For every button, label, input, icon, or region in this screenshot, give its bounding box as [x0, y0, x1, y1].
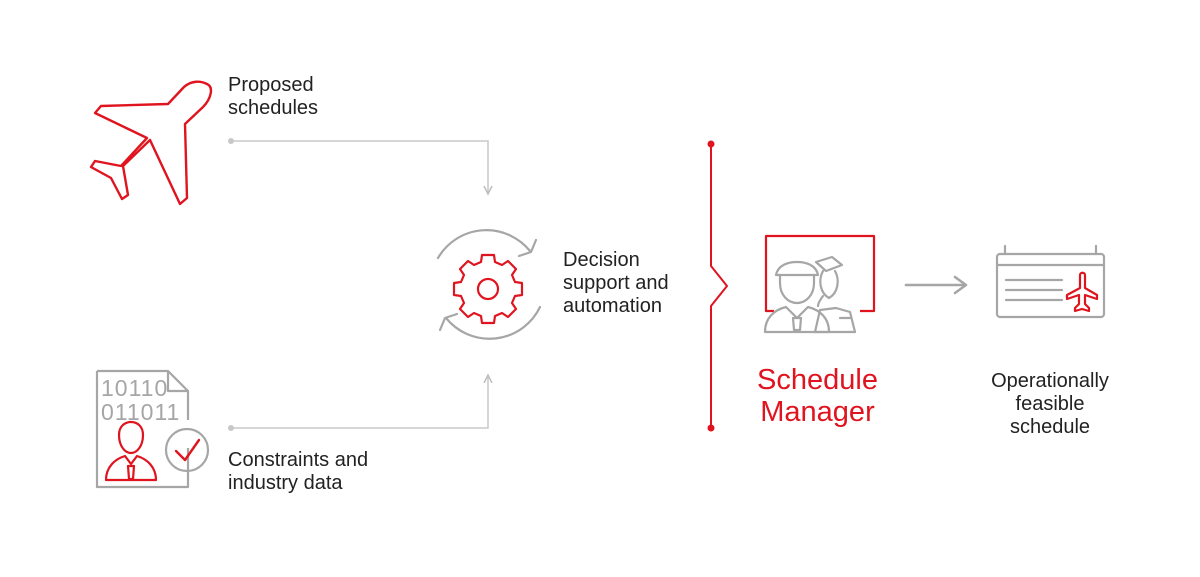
decision-support-label: Decision support and automation [563, 249, 669, 318]
label-line: Proposed [228, 74, 314, 96]
calendar-airplane-icon [995, 244, 1106, 319]
binary-document-person-check-icon: 10110 011011 [95, 369, 210, 489]
connector-constraints-to-decision [228, 375, 488, 431]
connector-proposed-to-decision [228, 138, 488, 194]
brand-line: Manager [760, 396, 875, 428]
pilot-and-attendant-icon [763, 234, 876, 334]
constraints-industry-data-label: Constraints and industry data [228, 449, 368, 495]
feasible-schedule-label: Operationally feasible schedule [960, 370, 1140, 439]
label-line: industry data [228, 472, 343, 494]
schedule-manager-label: Schedule Manager [730, 364, 905, 428]
binary-line-2: 011011 [101, 399, 180, 425]
airplane-icon [89, 80, 213, 206]
label-line: Operationally [991, 370, 1109, 392]
label-line: schedules [228, 97, 319, 119]
output-arrow [904, 275, 968, 295]
pipeline-divider [707, 140, 728, 432]
proposed-schedules-label: Proposed schedules [228, 74, 318, 120]
label-line: Constraints and [228, 449, 369, 471]
gear-cycle-icon [436, 229, 542, 340]
label-line: Decision [563, 249, 640, 271]
label-line: feasible [1015, 393, 1085, 415]
label-line: support and [563, 272, 669, 294]
brand-line: Schedule [757, 364, 878, 396]
binary-line-1: 10110 [101, 375, 168, 401]
label-line: schedule [1009, 416, 1091, 438]
label-line: automation [563, 295, 662, 317]
